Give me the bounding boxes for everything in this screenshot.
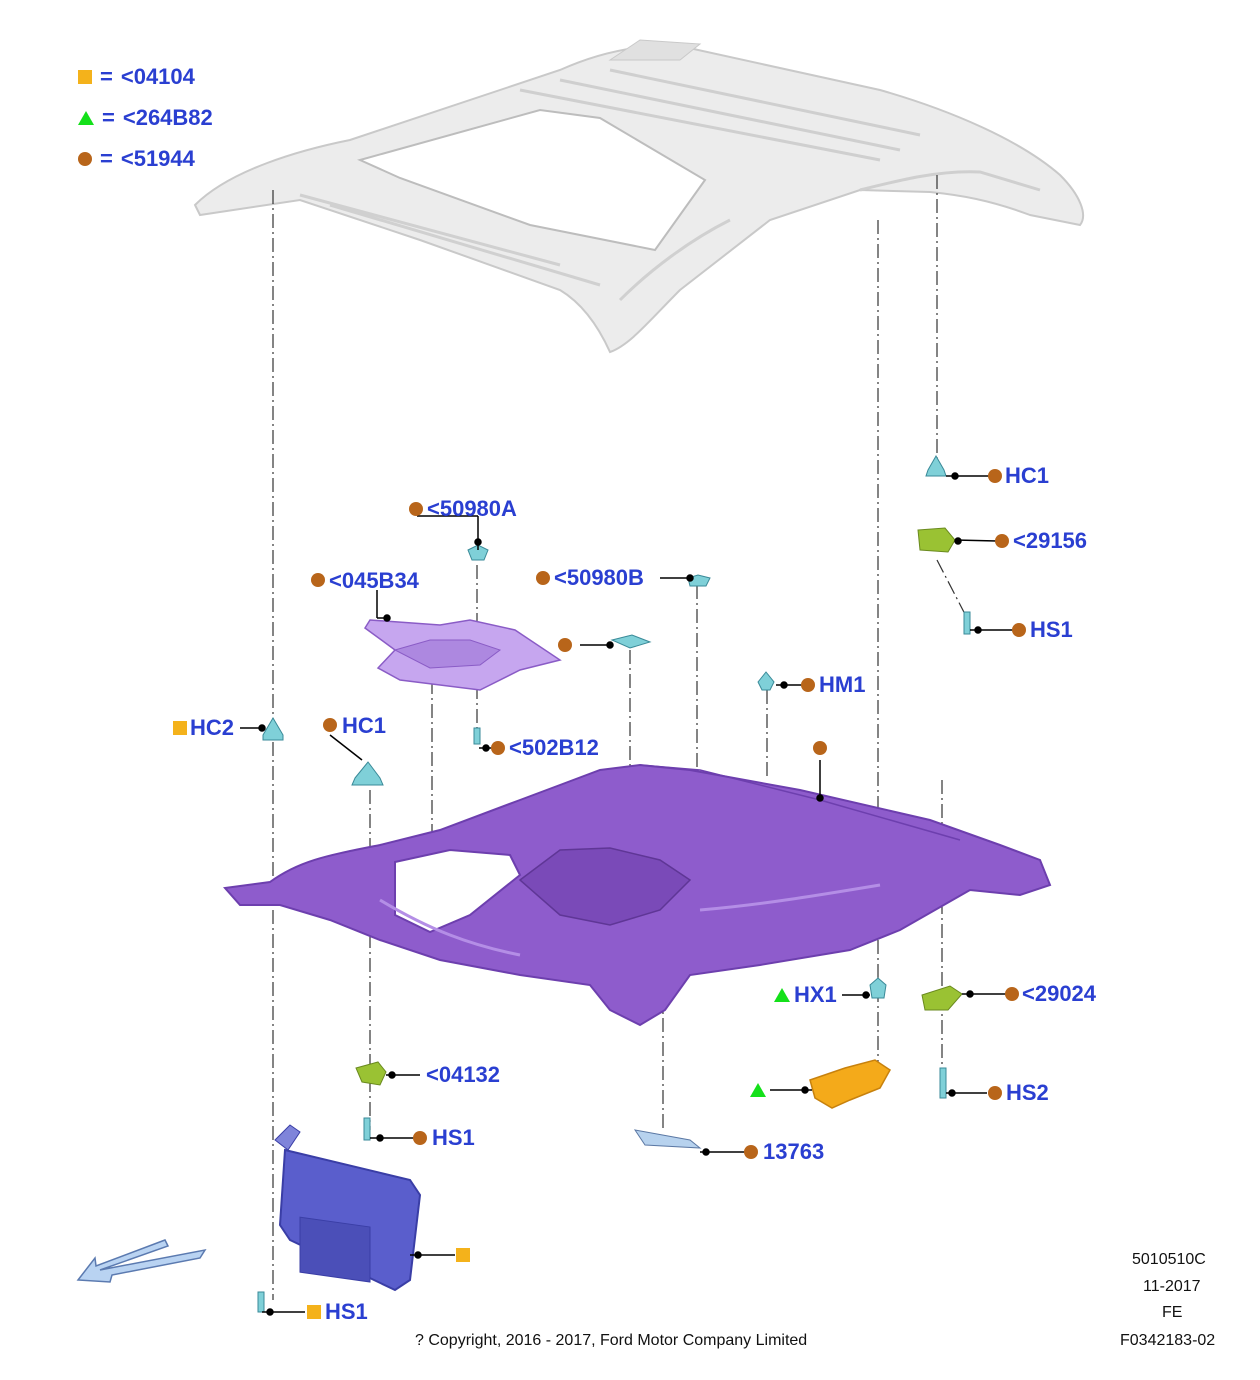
- roof-structure: [193, 39, 1085, 354]
- triangle-marker: [750, 1083, 766, 1097]
- circle-marker: [744, 1145, 758, 1159]
- callout-symbols: [173, 469, 1026, 1319]
- triangle-marker: [774, 988, 790, 1002]
- overhead-console-bracket: [363, 619, 562, 691]
- square-marker: [456, 1248, 470, 1262]
- headliner-panel: [223, 763, 1052, 1027]
- legend-circle-row: = <51944: [78, 146, 195, 172]
- diagram-date: 11-2017: [1143, 1278, 1201, 1295]
- callout-hx1[interactable]: HX1: [794, 982, 837, 1007]
- callout-hs1-right[interactable]: HS1: [1030, 617, 1073, 642]
- diagram-code: 5010510C: [1132, 1251, 1206, 1268]
- legend-equals: =: [100, 146, 113, 171]
- circle-marker: [1012, 623, 1026, 637]
- callout-29156[interactable]: <29156: [1013, 528, 1088, 553]
- square-marker: [173, 721, 187, 735]
- circle-marker: [988, 1086, 1002, 1100]
- square-legend-icon: [78, 70, 92, 84]
- callout-502b12[interactable]: <502B12: [509, 735, 599, 760]
- triangle-legend-icon: [78, 111, 94, 125]
- legend-triangle-text: <264B82: [122, 105, 213, 130]
- callout-hs2[interactable]: HS2: [1006, 1080, 1049, 1105]
- circle-marker: [409, 502, 423, 516]
- orange-bracket-part: [809, 1059, 891, 1109]
- circle-marker: [413, 1131, 427, 1145]
- callout-04132[interactable]: <04132: [426, 1062, 501, 1087]
- circle-marker: [1005, 987, 1019, 1001]
- circle-marker: [536, 571, 550, 585]
- callout-hm1[interactable]: HM1: [819, 672, 866, 697]
- callout-50980b[interactable]: <50980B: [554, 565, 644, 590]
- callout-13763[interactable]: 13763: [763, 1139, 825, 1164]
- legend-square-text: <04104: [120, 64, 195, 89]
- callout-29024[interactable]: <29024: [1022, 981, 1097, 1006]
- circle-marker: [323, 718, 337, 732]
- diagram-region: FE: [1162, 1304, 1183, 1321]
- circle-marker: [801, 678, 815, 692]
- square-marker: [307, 1305, 321, 1319]
- circle-marker: [491, 741, 505, 755]
- callout-hs1-bottom[interactable]: HS1: [325, 1299, 368, 1324]
- diagram-reference: F0342183-02: [1120, 1332, 1216, 1349]
- green-brackets: [355, 527, 963, 1086]
- callout-hs1-mid[interactable]: HS1: [432, 1125, 475, 1150]
- leader-lines: [240, 472, 1013, 1316]
- legend-equals: =: [100, 64, 113, 89]
- legend-equals: =: [102, 105, 115, 130]
- callout-hc2[interactable]: HC2: [190, 715, 235, 740]
- legend-circle-text: <51944: [120, 146, 195, 171]
- callout-045b34[interactable]: <045B34: [329, 568, 419, 593]
- callout-50980a[interactable]: <50980A: [427, 496, 517, 521]
- circle-marker: [558, 638, 572, 652]
- legend-square-row: = <04104: [78, 64, 195, 90]
- copyright-text: ? Copyright, 2016 - 2017, Ford Motor Com…: [415, 1332, 808, 1349]
- callout-hc1-right[interactable]: HC1: [1005, 463, 1050, 488]
- circle-marker: [311, 573, 325, 587]
- circle-marker: [995, 534, 1009, 548]
- sun-visor: [274, 1124, 422, 1292]
- circle-marker: [813, 741, 827, 755]
- callout-hc1-left[interactable]: HC1: [342, 713, 387, 738]
- fasteners: [257, 454, 971, 1313]
- legend-triangle-row: = <264B82: [78, 105, 213, 131]
- circle-marker: [988, 469, 1002, 483]
- forward-arrow-icon: [76, 1239, 207, 1283]
- circle-legend-icon: [78, 152, 92, 166]
